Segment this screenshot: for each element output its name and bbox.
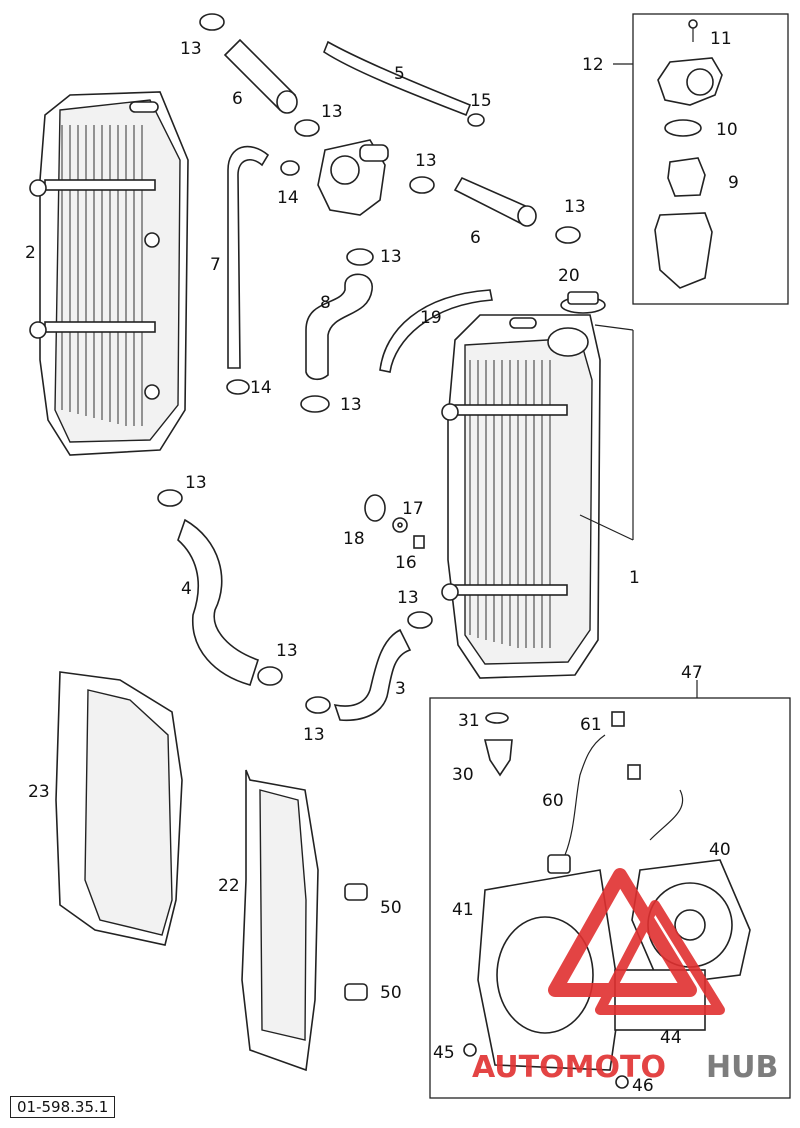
callout-13h: 13 bbox=[397, 588, 419, 608]
callout-8: 8 bbox=[320, 293, 331, 313]
callout-60: 60 bbox=[542, 791, 564, 811]
watermark-text-hub: HUB bbox=[706, 1050, 778, 1085]
callout-47: 47 bbox=[681, 663, 703, 683]
callout-6b: 6 bbox=[470, 228, 481, 248]
watermark-text-automoto: AUTOMOTO bbox=[472, 1050, 666, 1085]
callout-1: 1 bbox=[629, 568, 640, 588]
callout-9: 9 bbox=[728, 173, 739, 193]
callout-22: 22 bbox=[218, 876, 240, 896]
callout-13i: 13 bbox=[276, 641, 298, 661]
callout-16: 16 bbox=[395, 553, 417, 573]
callout-15: 15 bbox=[470, 91, 492, 111]
callout-6a: 6 bbox=[232, 89, 243, 109]
right-radiator bbox=[441, 314, 601, 679]
callout-41: 41 bbox=[452, 900, 474, 920]
callout-61: 61 bbox=[580, 715, 602, 735]
callout-13e: 13 bbox=[380, 247, 402, 267]
callout-17: 17 bbox=[402, 499, 424, 519]
callout-40: 40 bbox=[709, 840, 731, 860]
callout-13g: 13 bbox=[185, 473, 207, 493]
callout-44: 44 bbox=[660, 1028, 682, 1048]
callout-11: 11 bbox=[710, 29, 732, 49]
callout-12: 12 bbox=[582, 55, 604, 75]
callout-13d: 13 bbox=[564, 197, 586, 217]
callout-13c: 13 bbox=[415, 151, 437, 171]
callout-31: 31 bbox=[458, 711, 480, 731]
callout-46: 46 bbox=[632, 1076, 654, 1096]
callout-14b: 14 bbox=[250, 378, 272, 398]
radiator-cap bbox=[560, 291, 606, 314]
radiator-shrouds bbox=[55, 671, 319, 1072]
rubber-bushings bbox=[344, 883, 368, 1001]
callout-23: 23 bbox=[28, 782, 50, 802]
callout-13a: 13 bbox=[180, 39, 202, 59]
callout-5: 5 bbox=[394, 64, 405, 84]
callout-2: 2 bbox=[25, 243, 36, 263]
left-radiator bbox=[29, 91, 189, 456]
thermostat-parts bbox=[654, 19, 723, 289]
callout-14a: 14 bbox=[277, 188, 299, 208]
callout-3: 3 bbox=[395, 679, 406, 699]
callout-13f: 13 bbox=[340, 395, 362, 415]
hose-clamps bbox=[157, 13, 581, 714]
automotohub-watermark: AUTOMOTO HUB bbox=[472, 868, 778, 1085]
fan-group-box bbox=[429, 697, 791, 1099]
callout-10: 10 bbox=[716, 120, 738, 140]
water-pump bbox=[317, 139, 389, 216]
callout-18: 18 bbox=[343, 529, 365, 549]
callout-13b: 13 bbox=[321, 102, 343, 122]
leader-lines bbox=[579, 63, 698, 698]
callout-30: 30 bbox=[452, 765, 474, 785]
callout-numbers: 1 2 3 4 5 6 6 7 8 9 10 11 12 13 13 13 13… bbox=[25, 29, 739, 1096]
callout-50b: 50 bbox=[380, 983, 402, 1003]
callout-19: 19 bbox=[420, 308, 442, 328]
callout-45: 45 bbox=[433, 1043, 455, 1063]
callout-7: 7 bbox=[210, 255, 221, 275]
callout-4: 4 bbox=[181, 579, 192, 599]
callout-50a: 50 bbox=[380, 898, 402, 918]
thermostat-group-box bbox=[632, 13, 789, 305]
hoses bbox=[177, 38, 537, 722]
small-fasteners bbox=[364, 494, 425, 549]
callout-20: 20 bbox=[558, 266, 580, 286]
callout-13j: 13 bbox=[303, 725, 325, 745]
diagram-reference-code: 01-598.35.1 bbox=[10, 1096, 116, 1118]
